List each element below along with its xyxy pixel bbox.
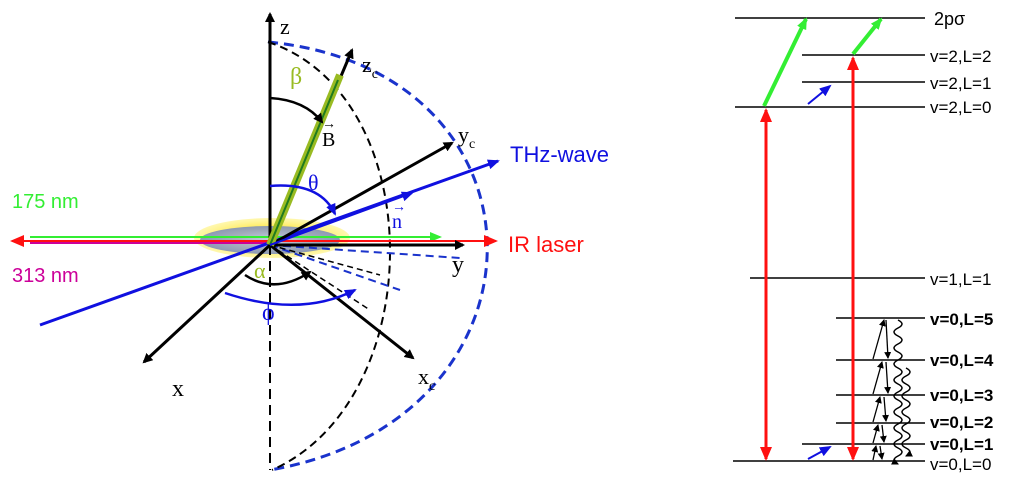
xc-label: xc <box>418 364 435 394</box>
x-axis <box>142 243 272 364</box>
thz-transition-lower <box>807 446 832 460</box>
level-label-2p-sigma: 2pσ <box>934 9 965 29</box>
level-label-v2-l0: v=2,L=0 <box>930 98 991 117</box>
yc-axis <box>269 141 454 247</box>
level-label-v1-l1: v=1,L=1 <box>930 270 991 289</box>
z-label: z <box>280 14 290 39</box>
level-label-v0-l1: v=0,L=1 <box>930 435 993 454</box>
yc-label: yc <box>458 122 475 152</box>
ladder-up-2-3 <box>872 396 882 423</box>
ladder-up-4-5 <box>872 319 886 360</box>
uv-transition-2 <box>851 17 883 56</box>
energy-level-diagram: 2pσ v=2,L=2 v=2,L=1 v=2,L=0 v=1,L=1 v=0,… <box>733 9 994 474</box>
n-vector-label: n <box>392 211 402 233</box>
n-arrow-accent: → <box>392 200 406 215</box>
zc-label: zc <box>362 52 378 82</box>
dashed-black-arc <box>267 41 391 471</box>
wavelength-313nm-label: 313 nm <box>12 265 79 287</box>
beta-label: β <box>290 64 302 90</box>
level-label-v0-l0: v=0,L=0 <box>930 455 991 474</box>
ir-laser-label: IR laser <box>508 232 584 257</box>
b-vector-label: B <box>322 129 335 151</box>
level-label-v0-l2: v=0,L=2 <box>930 413 993 432</box>
level-label-v0-l4: v=0,L=4 <box>930 351 994 370</box>
wavy-emission <box>891 319 903 465</box>
wavelength-175nm-label: 175 nm <box>12 191 79 213</box>
theta-label: θ <box>308 170 319 195</box>
level-label-v0-l5: v=0,L=5 <box>930 310 993 329</box>
alpha-arc <box>244 270 312 286</box>
beta-arc <box>269 96 324 124</box>
level-label-v0-l3: v=0,L=3 <box>930 386 993 405</box>
ladder-down-4-3 <box>884 361 892 394</box>
thz-transition-upper <box>807 84 832 105</box>
phi-label: ϕ <box>262 300 275 326</box>
alpha-label: α <box>254 258 266 283</box>
ladder-up-1-2 <box>872 424 880 444</box>
ladder-down-3-2 <box>882 396 889 422</box>
level-label-v2-l2: v=2,L=2 <box>930 47 991 66</box>
dashed-black-proj2 <box>269 244 381 276</box>
ladder-up-0-1 <box>871 445 879 461</box>
phi-arc <box>224 288 357 306</box>
ladder-down-1-0 <box>877 445 885 460</box>
n-vector <box>269 191 414 246</box>
thz-wave-label: THz-wave <box>510 142 609 167</box>
ladder-up-3-4 <box>872 361 884 395</box>
dashed-blue-proj2 <box>269 244 401 291</box>
ladder-down-5-4 <box>884 319 892 359</box>
dashed-blue-arc <box>267 40 489 472</box>
b-arrow-accent: → <box>322 117 336 132</box>
b-vector-core <box>269 79 339 246</box>
ladder-down-2-1 <box>879 424 887 443</box>
theta-arc <box>269 184 337 216</box>
wavy-emission-2 <box>901 367 913 457</box>
x-label: x <box>172 376 184 402</box>
y-label: y <box>452 252 464 278</box>
uv-transition-1 <box>762 17 808 107</box>
xc-axis <box>269 243 415 360</box>
level-label-v2-l1: v=2,L=1 <box>930 74 991 93</box>
dashed-blue-proj <box>269 244 461 259</box>
geometry-diagram: z y x zc yc xc B → n → β θ α ϕ THz-wave … <box>10 12 609 472</box>
